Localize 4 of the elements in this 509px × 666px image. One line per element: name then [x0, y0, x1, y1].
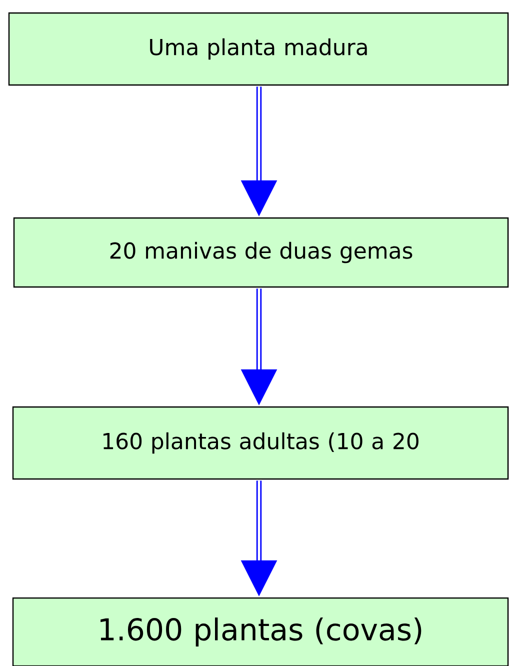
process-box: 20 manivas de duas gemas	[13, 217, 509, 288]
process-box: 160 plantas adultas (10 a 20	[12, 406, 509, 480]
process-box: 1.600 plantas (covas)	[12, 597, 509, 666]
process-box: Uma planta madura	[8, 12, 509, 86]
